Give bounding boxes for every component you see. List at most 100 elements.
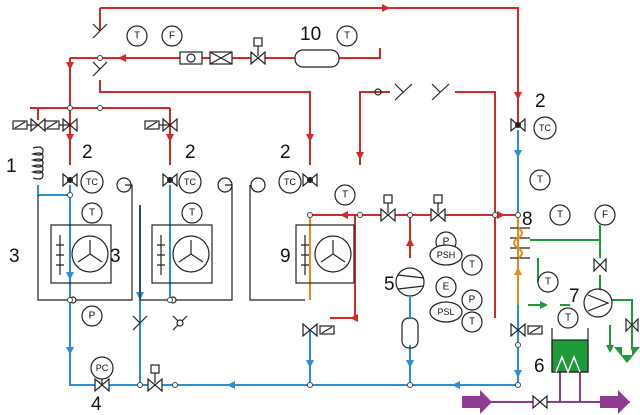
pump-7: 7 7 [569,286,613,318]
junction-dot [407,212,413,218]
check-valves [92,23,450,331]
valve-icon [302,172,318,188]
label-3b: 3 [110,246,121,267]
tc-gauge: TC [80,170,104,194]
gauge-label: T [469,260,475,271]
t-gauge: T [81,202,103,224]
valve-icon [250,37,266,66]
gauge-label: F [169,31,175,42]
t-gauge: T [537,271,559,293]
gauge-label: P [89,311,96,322]
valve-icon [380,194,396,223]
valve-icon [532,394,548,410]
label-10: 10 [300,24,321,45]
orange-lines [309,215,522,305]
gauge-label: T [134,31,140,42]
valve-icon [94,377,110,393]
junction-dot [172,382,178,388]
f-gauge: F [594,204,616,226]
valves [12,37,639,410]
gauge-label: T [189,208,195,219]
junction-dot [407,382,413,388]
gauge-label: PC [96,363,109,373]
p-gauge: P [81,305,103,327]
purple-lines [462,370,630,414]
t-gauge: T [334,184,356,206]
gauge-label: PSH [437,250,456,260]
receiver-10: 10 [294,24,340,68]
junction-dot [515,342,521,348]
p-gauge: P [461,289,483,311]
valve-icon [593,257,607,273]
gauge-label: T [469,317,475,328]
label-1: 1 [6,156,17,177]
evaporator-3-right: 3 [110,177,233,304]
compressor-5: 5 [384,267,425,297]
tc-gauge: TC [178,170,202,194]
green-lines [528,225,640,363]
gauge-label: T [545,277,551,288]
label-9: 9 [280,246,291,267]
junction-dot [97,105,103,111]
junction-dot [515,212,521,218]
gauge-label: T [344,31,350,42]
valve-icon [302,322,335,338]
t-gauge: T [126,25,148,47]
label-7-visible: 7 [569,286,580,307]
gauge-label: E [443,282,450,293]
valve-icon [162,172,178,188]
t-gauge: T [461,254,483,276]
label-5: 5 [384,274,395,295]
junction-dot [307,212,313,218]
junction-dot [137,382,143,388]
valve-icon [510,117,526,133]
gauge-label: TC [539,123,551,133]
valve-icon [144,117,178,133]
valve-icon [147,364,163,393]
label-2a: 2 [82,142,93,163]
label-2d: 2 [535,91,546,112]
valve-icon [62,172,78,188]
gauge-label: TC [284,177,296,187]
gauge-label: TC [86,177,98,187]
label-6: 6 [534,356,545,377]
t-gauge: T [529,169,551,191]
evaporator-3-left: 3 [9,177,133,304]
f-gauge: F [161,25,183,47]
junction-dot [67,105,73,111]
junction-dot [97,55,103,61]
gauge-label: T [565,313,571,324]
hot-gas-lines [30,4,522,322]
junction-dot [167,297,173,303]
gauge-label: TC [184,177,196,187]
coil-1: 1 [6,146,44,180]
pc-gauge: PC [90,356,114,380]
evaporator-9: 9 [249,177,355,301]
t-gauge: T [336,25,358,47]
valve-icon [625,317,639,333]
t-gauge: T [181,202,203,224]
gauge-label: P [443,237,450,248]
psl-switch: PSL [429,301,463,323]
valve-icon [430,194,446,223]
junction-dot [307,382,313,388]
gauge-label: T [89,208,95,219]
valve-icon [510,322,543,338]
valve-icon [12,117,46,133]
e-gauge: E [435,276,457,298]
junction-dot [357,212,363,218]
t-gauge: T [549,204,571,226]
gauge-label: PSL [437,307,454,317]
tc-gauge: TC [533,116,557,140]
tc-gauge: TC [278,170,302,194]
gauge-label: P [469,295,476,306]
gauge-label: T [342,190,348,201]
psh-switch: PSH [429,244,463,266]
label-2c: 2 [280,142,291,163]
junction-dots [67,55,521,388]
gauge-label: T [537,175,543,186]
label-2b: 2 [185,142,196,163]
t-gauge: T [557,307,579,329]
